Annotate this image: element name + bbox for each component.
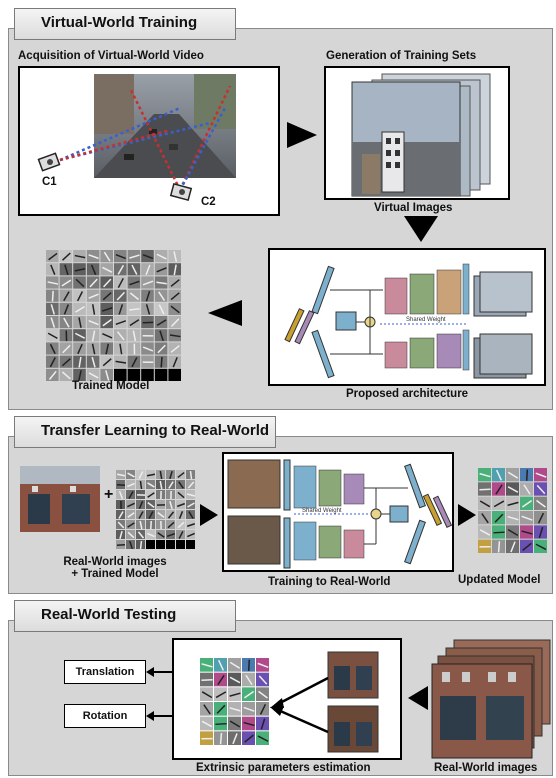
training-diagram [227,459,453,569]
filter-grid-icon [478,468,548,554]
architecture-box: Shared Weight [268,248,546,386]
updated-model-label: Updated Model [458,574,541,586]
generation-label: Generation of Training Sets [326,50,477,62]
real-images-line2: + Trained Model [71,568,159,580]
filter-grid-icon [200,658,270,746]
arrow-left-icon [146,667,174,721]
real-images-line1: Real-World images [63,556,167,568]
arrow-down-icon [404,216,438,242]
test-image-bottom [327,705,379,753]
architecture-label: Proposed architecture [346,388,469,400]
arrow-left-icon [270,676,329,734]
rotation-box: Rotation [64,704,146,728]
transfer-title: Transfer Learning to Real-World [14,416,276,448]
acquisition-label: Acquisition of Virtual-World Video [18,50,204,62]
translation-box: Translation [64,660,146,684]
training-label: Training to Real-World [268,576,391,588]
filter-grid-icon [46,250,182,382]
plus-sign: + [104,486,114,503]
camera-2-label: C2 [201,196,216,208]
real-world-images-stack [431,639,551,759]
shared-weight-label: Shared Weight [406,317,446,323]
arrow-right-icon [458,504,476,526]
arrow-right-icon [287,122,317,148]
arrow-right-icon [200,504,218,526]
filter-grid-icon [116,470,196,550]
arrow-left-icon [208,300,242,326]
shared-weight-label: Shared Weight [302,508,342,514]
testing-title: Real-World Testing [14,600,236,632]
camera-rays [59,85,232,191]
test-image-top [327,651,379,699]
real-images-trained-label: Real-World images + Trained Model [20,556,210,580]
generation-box [324,66,510,200]
extrinsic-label: Extrinsic parameters estimation [196,762,371,774]
training-box: Shared Weight [222,452,454,572]
storefront-image [20,466,100,532]
architecture-diagram [284,263,533,379]
extrinsic-box [172,638,402,760]
camera-1-label: C1 [42,176,57,188]
acquisition-box: C1 C2 [18,66,280,216]
virtual-world-title: Virtual-World Training [14,8,236,40]
virtual-images-label: Virtual Images [374,202,453,214]
arrow-left-icon [408,686,428,710]
camera-icon [169,182,193,202]
camera-icon [37,152,61,172]
virtual-images-stack [351,73,491,197]
real-world-images-label: Real-World images [434,762,538,774]
trained-model-label: Trained Model [72,380,150,392]
